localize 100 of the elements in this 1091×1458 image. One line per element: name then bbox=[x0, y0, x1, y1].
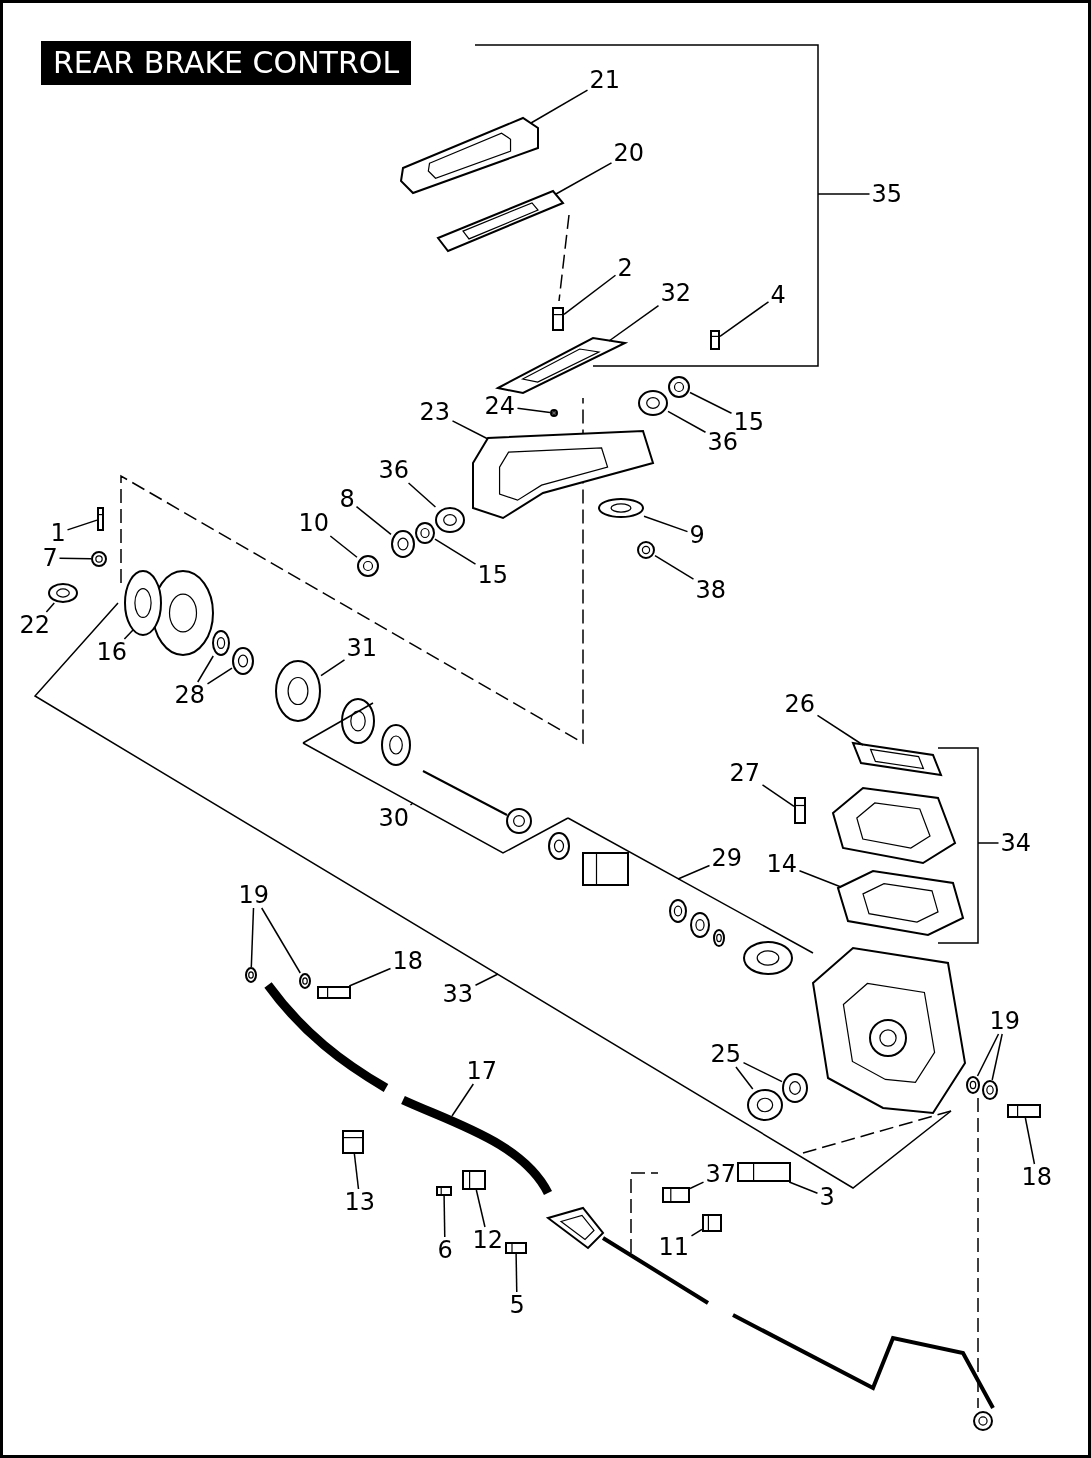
title: REAR BRAKE CONTROL bbox=[41, 41, 412, 85]
callout-number: 8 bbox=[339, 486, 355, 512]
callout-number: 26 bbox=[784, 691, 816, 717]
switch-drawing bbox=[662, 1187, 690, 1203]
leader-line bbox=[407, 482, 437, 508]
callout-number: 2 bbox=[617, 255, 633, 281]
leader-line bbox=[197, 655, 214, 683]
callout-number: 18 bbox=[1021, 1164, 1053, 1190]
callout-number: 23 bbox=[419, 399, 451, 425]
boot-drawing bbox=[124, 570, 214, 656]
callout-number: 17 bbox=[466, 1058, 498, 1084]
leader-line bbox=[667, 410, 707, 433]
callout-number: 29 bbox=[711, 845, 743, 871]
callout-number: 19 bbox=[238, 882, 270, 908]
o-ring-drawing bbox=[415, 522, 435, 544]
leader-line bbox=[451, 420, 489, 440]
callout-number: 13 bbox=[344, 1189, 376, 1215]
leader-line bbox=[555, 162, 613, 195]
callout-number: 37 bbox=[705, 1161, 737, 1187]
leader-line bbox=[515, 1253, 518, 1293]
leader-line bbox=[788, 1181, 819, 1194]
callout-number: 28 bbox=[174, 682, 206, 708]
callout-number: 22 bbox=[19, 612, 51, 638]
pin-drawing bbox=[550, 409, 558, 417]
callout-number: 30 bbox=[378, 805, 410, 831]
washer-drawing bbox=[391, 530, 415, 558]
callout-number: 24 bbox=[484, 393, 516, 419]
bolt-drawing bbox=[1007, 1104, 1041, 1118]
leader-line bbox=[434, 538, 477, 565]
washer-drawing bbox=[91, 551, 107, 567]
leader-line bbox=[475, 1189, 486, 1228]
washer-drawing bbox=[982, 1080, 998, 1100]
washer-drawing bbox=[598, 498, 644, 518]
leader-line bbox=[735, 1066, 754, 1090]
cotter-pin-drawing bbox=[97, 507, 104, 531]
bushing-drawing bbox=[435, 507, 465, 533]
leader-line bbox=[690, 1228, 703, 1237]
leader-line bbox=[250, 907, 255, 968]
foot-pad-drawing bbox=[399, 116, 539, 195]
leader-line bbox=[719, 301, 770, 338]
leader-line bbox=[66, 519, 98, 531]
callout-number: 5 bbox=[509, 1292, 525, 1318]
leader-line bbox=[348, 967, 392, 987]
leader-line bbox=[123, 629, 134, 640]
lever-drawing bbox=[472, 429, 655, 520]
leader-line bbox=[563, 274, 617, 316]
callout-number: 34 bbox=[1000, 830, 1032, 856]
callout-number: 15 bbox=[477, 562, 509, 588]
leader-line bbox=[1024, 1117, 1036, 1165]
callout-number: 20 bbox=[613, 140, 645, 166]
washer-drawing bbox=[966, 1076, 980, 1094]
callout-number: 10 bbox=[298, 510, 330, 536]
leader-line bbox=[530, 89, 589, 124]
screw-drawing bbox=[505, 1242, 527, 1254]
callout-number: 16 bbox=[96, 639, 128, 665]
callout-number: 33 bbox=[442, 981, 474, 1007]
leader-line bbox=[206, 667, 233, 685]
callout-number: 1 bbox=[50, 520, 66, 546]
leader-line bbox=[816, 714, 864, 746]
callout-number: 7 bbox=[42, 545, 58, 571]
leader-line bbox=[677, 864, 711, 880]
leader-line bbox=[443, 1195, 446, 1238]
leader-line bbox=[45, 602, 55, 613]
leader-line bbox=[409, 802, 414, 806]
callout-number: 6 bbox=[437, 1237, 453, 1263]
leader-line bbox=[260, 907, 301, 974]
callout-number: 35 bbox=[871, 181, 903, 207]
bracket bbox=[474, 44, 819, 367]
leader-line bbox=[58, 557, 92, 560]
leader-line bbox=[355, 505, 392, 536]
callout-number: 18 bbox=[392, 948, 424, 974]
callout-number: 11 bbox=[658, 1234, 690, 1260]
leader-line bbox=[817, 193, 871, 195]
foot-pad-drawing bbox=[436, 189, 565, 253]
leader-line bbox=[643, 515, 689, 533]
pin-drawing bbox=[48, 583, 78, 603]
callout-number: 31 bbox=[346, 635, 378, 661]
nut-drawing bbox=[357, 555, 379, 577]
leader-line bbox=[353, 1153, 360, 1190]
leader-line bbox=[689, 391, 733, 414]
leader-line bbox=[320, 659, 346, 677]
callout-number: 21 bbox=[589, 67, 621, 93]
leader-line bbox=[798, 870, 842, 888]
connector-drawing bbox=[702, 1214, 722, 1232]
callout-number: 3 bbox=[819, 1184, 835, 1210]
callout-number: 19 bbox=[989, 1008, 1021, 1034]
callout-number: 12 bbox=[472, 1227, 504, 1253]
callout-number: 4 bbox=[770, 282, 786, 308]
callout-number: 36 bbox=[378, 457, 410, 483]
callout-number: 25 bbox=[710, 1041, 742, 1067]
plate-drawing bbox=[495, 336, 629, 395]
leader-line bbox=[516, 407, 551, 414]
callout-number: 36 bbox=[707, 429, 739, 455]
leader-line bbox=[742, 1061, 783, 1083]
gasket-drawing bbox=[836, 869, 965, 937]
bushing-drawing bbox=[638, 390, 668, 416]
leader-line bbox=[761, 784, 795, 808]
leader-line bbox=[329, 535, 358, 558]
leader-line bbox=[991, 1033, 1003, 1081]
callout-number: 32 bbox=[660, 280, 692, 306]
